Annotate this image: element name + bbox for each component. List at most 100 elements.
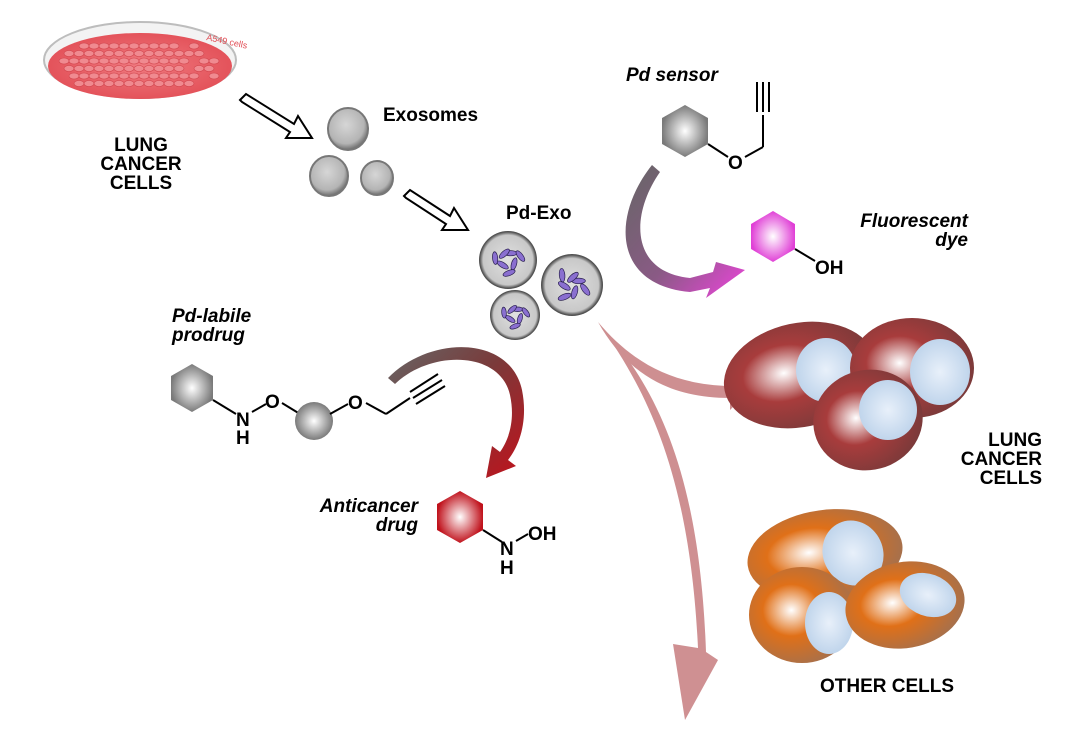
pd-exosome (479, 231, 537, 289)
atom-oh: OH (528, 524, 557, 545)
dish-cell (148, 42, 160, 50)
palladium-nanosheet (558, 268, 566, 283)
dish-cell (108, 42, 120, 50)
linker-sphere (295, 402, 333, 440)
dish-cell (138, 57, 150, 65)
palladium-nanosheet (501, 306, 507, 319)
dish-cell (168, 57, 180, 65)
dish-cell (153, 80, 165, 87)
atom-o: O (728, 153, 743, 174)
dish-cell (143, 50, 155, 57)
dish-cell (108, 72, 120, 80)
exosome-membrane (479, 231, 537, 289)
atom-o: O (265, 392, 280, 413)
lung-cancer-cells-label: LUNG CANCER CELLS (960, 430, 1042, 489)
palladium-nanosheet (507, 304, 517, 314)
other-cell (845, 561, 965, 649)
dish-cell (83, 80, 95, 87)
lung-cancer-cell-cluster (723, 318, 974, 471)
dish-cell (148, 57, 160, 65)
dish-cell (98, 72, 110, 80)
dish-cell (88, 42, 100, 50)
benzene-ring-grey (662, 105, 708, 157)
dish-cell (73, 80, 85, 87)
palladium-nanosheet (557, 292, 572, 301)
atom-h: H (500, 558, 514, 579)
petri-dish: A549 cells (43, 21, 249, 99)
dish-cell-cluster (58, 42, 220, 87)
dish-cell (78, 57, 90, 65)
other-cell-cluster (747, 509, 965, 663)
palladium-nanosheet (515, 250, 526, 262)
dish-cell (198, 57, 210, 65)
targeting-arrows (598, 322, 750, 720)
dish-cell (98, 42, 110, 50)
exosome-membrane (490, 290, 540, 340)
dish-cell (133, 65, 145, 72)
dish-cell (113, 80, 125, 87)
fluorescent-dye-label: Fluorescent dye (860, 211, 968, 251)
anticancer-drug-label: Anticancer drug (319, 496, 418, 536)
dish-cell (98, 57, 110, 65)
dish-cell (103, 80, 115, 87)
dish-cell (208, 57, 220, 65)
dish-cell (78, 42, 90, 50)
atom-h: H (236, 428, 250, 449)
dish-cell (173, 50, 185, 57)
dish-cell (58, 57, 70, 65)
dish-cell (88, 57, 100, 65)
atom-n: N (236, 410, 250, 431)
dish-cell (183, 80, 195, 87)
dish-cell (178, 72, 190, 80)
dish-cell (93, 50, 105, 57)
dish-cell (63, 50, 75, 57)
dish-cell (203, 65, 215, 72)
dish-cell (188, 72, 200, 80)
dish-cell (128, 42, 140, 50)
dish-cell (138, 42, 150, 50)
benzene-ring-grey (171, 364, 213, 412)
dish-cell (153, 50, 165, 57)
dish-cell (118, 42, 130, 50)
dish-cell (128, 72, 140, 80)
palladium-nanosheet (521, 307, 531, 318)
dish-cell (208, 72, 220, 80)
palladium-nanosheet (580, 283, 591, 296)
palladium-nanosheet (557, 281, 571, 291)
activation-arrow-pink (625, 165, 745, 298)
pd-labile-prodrug-molecule: N H O O (171, 364, 446, 449)
benzene-ring-pink (751, 211, 795, 262)
dish-cell (163, 65, 175, 72)
exosome-membrane (541, 254, 603, 316)
dish-cell (188, 42, 200, 50)
pd-exo-label: Pd-Exo (506, 203, 572, 224)
pd-sensor-label: Pd sensor (626, 65, 718, 86)
hollow-arrow-exosomes-to-pdexo (402, 188, 470, 231)
dish-cell (193, 50, 205, 57)
fluorescent-dye-molecule: OH (751, 211, 844, 279)
dish-cell (103, 65, 115, 72)
dish-cell (163, 80, 175, 87)
dish-cell (133, 50, 145, 57)
dish-cell (108, 57, 120, 65)
dish-cell (143, 65, 155, 72)
dish-cell (158, 42, 170, 50)
dish-cell (168, 72, 180, 80)
dish-cell (83, 50, 95, 57)
other-cell (749, 567, 855, 663)
benzene-ring-red (437, 491, 483, 543)
dish-cell (158, 72, 170, 80)
palladium-nanosheet (502, 269, 516, 277)
palladium-nanosheet (492, 251, 499, 265)
pd-sensor-molecule: O (662, 82, 770, 174)
atom-n: N (500, 539, 514, 560)
activation-arrow-red (388, 347, 525, 478)
dish-cell (88, 72, 100, 80)
atom-oh: OH (815, 258, 844, 279)
pd-exosome (541, 254, 603, 316)
anticancer-drug-molecule: N OH H (437, 491, 557, 579)
dish-cell (138, 72, 150, 80)
exosomes-label: Exosomes (383, 105, 479, 126)
dish-cell (128, 57, 140, 65)
